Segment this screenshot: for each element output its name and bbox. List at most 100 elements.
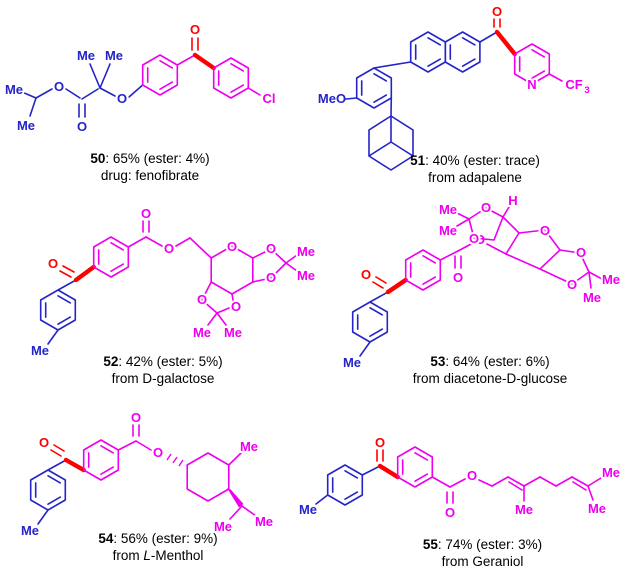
hash-bond [178,459,184,467]
caption-51: 51: 40% (ester: trace) from adapalene [350,152,600,186]
bond [29,97,37,117]
structure-50: Me Me O O Me Me O O Cl [3,20,278,136]
atom-label-h: H [508,193,517,208]
wedge-bond [226,487,244,508]
bond [99,63,111,89]
bond [373,61,412,69]
bond [439,250,459,261]
atom-label-me: Me [240,439,258,454]
atom-label-o: O [453,270,463,285]
source-italic: L [143,548,151,563]
bond [456,218,470,227]
bond [431,476,451,488]
atom-label-me: Me [439,202,457,217]
benzene-ring [141,54,179,96]
atom-label-o: O [231,299,241,314]
new-aroyl-bond [63,457,86,473]
bond [57,279,77,291]
compound-source: from Geraniol [441,554,524,569]
benzene-ring [351,301,389,343]
compound-source: from L-Menthol [48,547,268,564]
atom-label-me: Me [224,325,242,340]
atom-label-me: Me [255,514,273,529]
atom-label-cf3-sub: 3 [584,85,589,96]
atom-label-meo: MeO [318,91,346,106]
bond [508,481,523,491]
bond [372,281,384,289]
bond [99,87,116,97]
acetonide-ring [468,207,504,241]
compound-source: from adapalene [428,170,522,185]
bond [486,243,507,255]
atom-label-me: Me [602,272,620,287]
compound-source: from D-galactose [111,371,215,386]
atom-label-o: O [54,79,64,94]
structure-54: Me O O O Me Me Me [19,408,275,540]
atom-label-o: O [475,232,485,247]
atom-label-me: Me [77,48,95,63]
compound-yield: : 64% (ester: 6%) [445,354,550,369]
bond [315,494,329,505]
bond [53,444,65,452]
compound-source: drug: fenofibrate [100,168,200,183]
atom-label-me: Me [21,523,39,538]
bond [89,63,101,89]
bond [81,88,99,100]
hash-bond [166,453,172,461]
bond [145,236,163,247]
benzene-ring [396,446,434,488]
atom-label-me: Me [297,268,315,283]
atom-label-o: O [48,256,58,271]
bond [479,31,498,43]
new-aroyl-bond [73,264,96,283]
caption-53: 53: 64% (ester: 6%) from diacetone-D-glu… [357,353,623,387]
atom-label-me: Me [588,501,606,516]
new-aroyl-bond [192,52,216,71]
bond [35,88,53,99]
compound-yield: : 74% (ester: 3%) [437,537,543,552]
bond [117,440,137,451]
atom-label-cl: Cl [263,91,276,106]
adamantyl-cage [368,115,414,171]
compound-yield: : 65% (ester: 4%) [105,151,210,166]
bond [228,452,242,466]
compound-yield: : 40% (ester: trace) [425,153,540,168]
atom-label-me: Me [31,343,49,358]
bond [457,242,474,252]
atom-label-o: O [190,22,200,37]
atom-label-me: Me [439,223,457,238]
new-aroyl-bond [494,29,517,57]
structure-55: Me O O O Me Me Me [297,433,622,522]
atom-label-o: O [164,241,174,256]
atom-label-o: O [467,468,477,483]
compound-source: from diacetone-D-glucose [412,371,568,386]
atom-label-me: Me [214,519,232,534]
bond [491,476,509,487]
atom-label-o: O [153,445,163,460]
bond [502,216,520,234]
benzene-ring [212,57,250,99]
bond [50,449,62,457]
source-post: -Menthol [150,548,204,563]
bond [555,476,573,487]
bond [241,505,257,517]
atom-label-o: O [469,231,479,246]
bond [189,237,212,259]
compound-yield: : 56% (ester: 9%) [113,531,218,546]
atom-label-cf3: CF [565,77,582,92]
bond [571,476,589,487]
atom-label-o: O [576,245,586,260]
atom-label-o: O [266,241,276,256]
bond [539,476,557,487]
atom-label-me: Me [515,502,533,517]
compound-number: 51 [410,153,426,168]
bond [369,291,389,303]
bond [359,341,371,357]
atom-label-o: O [445,505,455,520]
benzene-ring [92,236,130,278]
caption-line1: 50: 65% (ester: 4%) [40,150,260,167]
furanose-ring [505,229,561,270]
atom-label-me: Me [299,502,317,517]
